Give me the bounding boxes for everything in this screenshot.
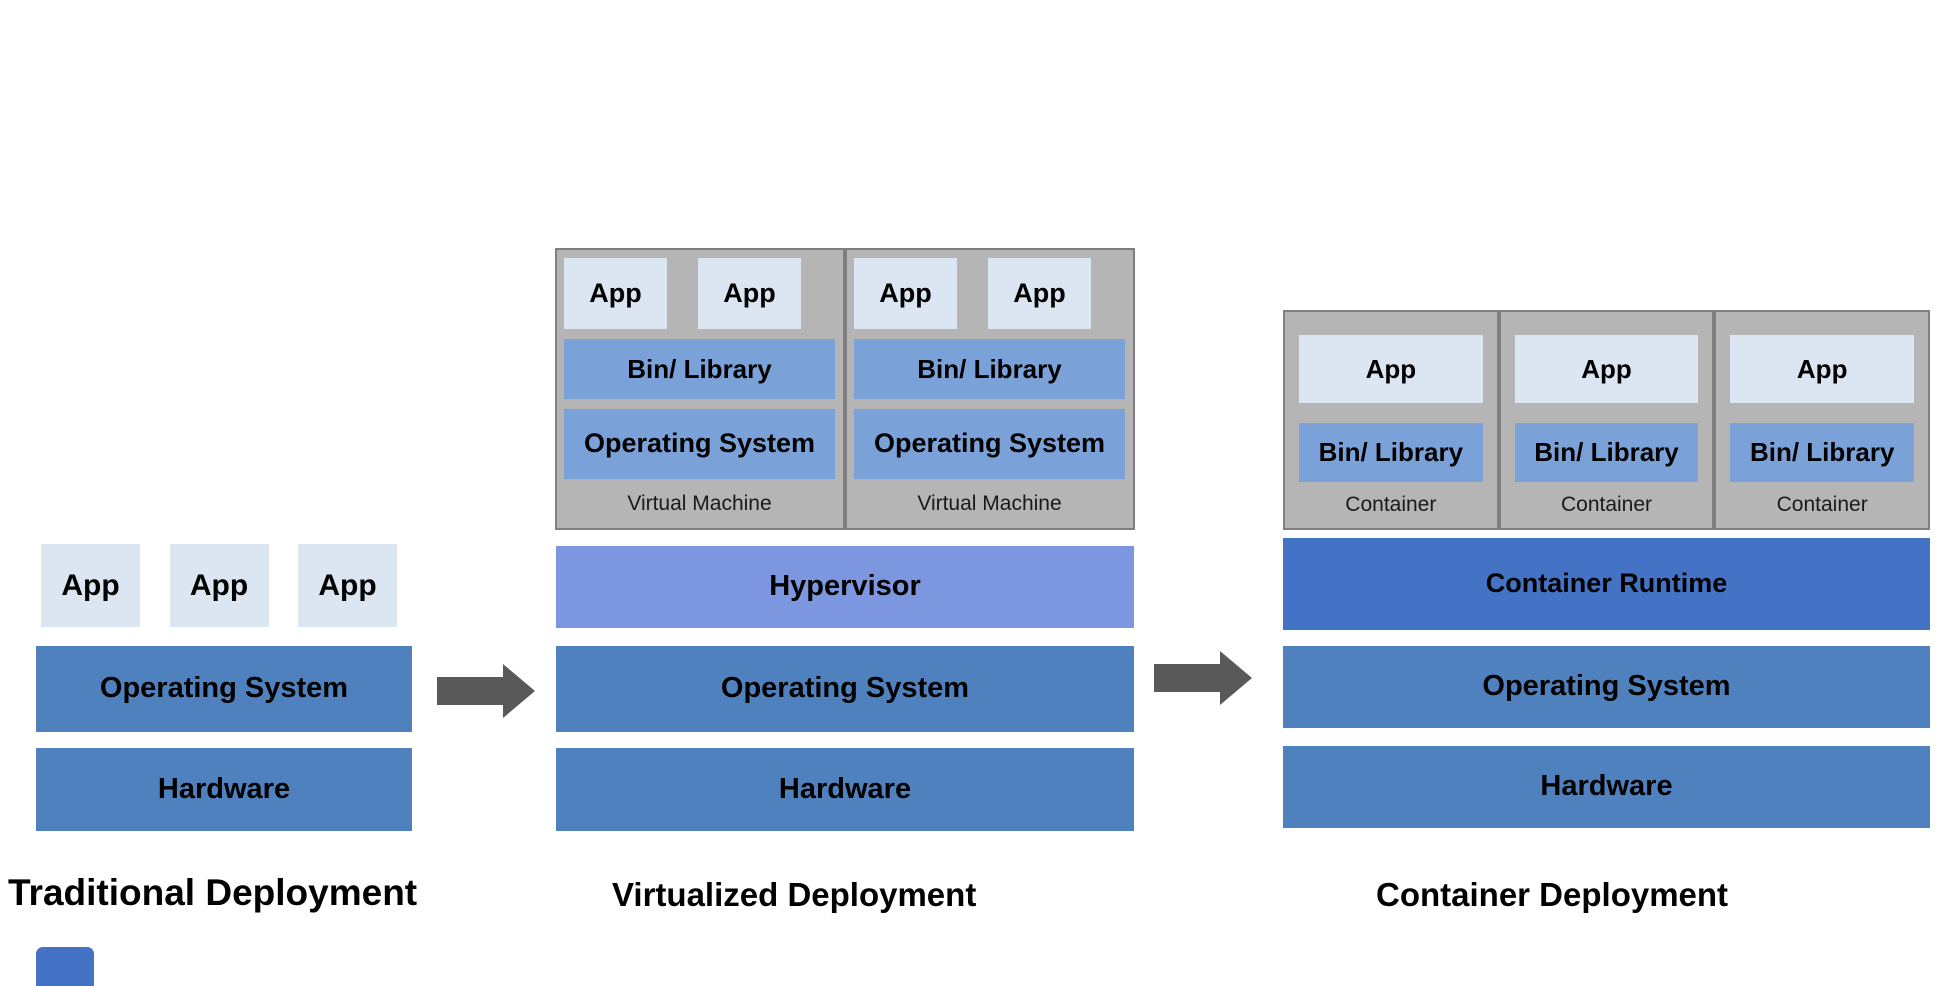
bin-library-block: Bin/ Library: [1514, 423, 1699, 482]
app-box: App: [1299, 335, 1483, 403]
bin-library-block: Bin/ Library: [854, 339, 1125, 399]
container-label: Container: [1560, 493, 1653, 516]
vm-os-block: Operating System: [564, 409, 835, 479]
bin-library-block: Bin/ Library: [1730, 423, 1915, 482]
vm-group: App App Bin/ Library Operating System Vi…: [555, 248, 1135, 530]
bin-library-block: Bin/ Library: [1299, 423, 1483, 482]
os-block: Operating System: [556, 646, 1134, 732]
container-box: App Bin/ Library Container: [1498, 310, 1715, 530]
container-label: Container: [1776, 493, 1868, 516]
os-block: Operating System: [1283, 646, 1930, 728]
traditional-apps-row: App App App: [41, 544, 397, 627]
container-runtime-block: Container Runtime: [1283, 538, 1930, 630]
vm-box: App App Bin/ Library Operating System Vi…: [845, 248, 1135, 530]
container-group: App Bin/ Library Container App Bin/ Libr…: [1283, 310, 1931, 530]
app-box: App: [564, 258, 667, 329]
app-box: App: [1730, 335, 1915, 403]
container-box: App Bin/ Library Container: [1714, 310, 1931, 530]
container-label: Container: [1345, 493, 1437, 516]
hardware-block: Hardware: [1283, 746, 1930, 828]
vm-label: Virtual Machine: [917, 491, 1062, 515]
hypervisor-block: Hypervisor: [556, 546, 1134, 628]
container-box: App Bin/ Library Container: [1283, 310, 1499, 530]
section-title-traditional: Traditional Deployment: [8, 872, 418, 913]
os-block: Operating System: [36, 646, 412, 732]
app-box: App: [169, 544, 269, 627]
arrow-right-icon: [437, 664, 535, 723]
app-box: App: [1514, 335, 1699, 403]
app-box: App: [41, 544, 140, 627]
hardware-block: Hardware: [36, 748, 412, 831]
vm-apps-row: App App: [564, 258, 835, 329]
hardware-block: Hardware: [556, 748, 1134, 831]
section-title-container: Container Deployment: [1376, 876, 1729, 913]
arrow-right-icon: [1154, 651, 1252, 710]
app-box: App: [298, 544, 397, 627]
bin-library-block: Bin/ Library: [564, 339, 835, 399]
vm-box: App App Bin/ Library Operating System Vi…: [555, 248, 845, 530]
vm-label: Virtual Machine: [627, 491, 772, 515]
app-box: App: [854, 258, 957, 329]
vm-os-block: Operating System: [854, 409, 1125, 479]
app-box: App: [698, 258, 801, 329]
vm-apps-row: App App: [854, 258, 1125, 329]
clipped-blue-shape: [36, 947, 94, 986]
app-box: App: [988, 258, 1091, 329]
section-title-virtualized: Virtualized Deployment: [612, 876, 977, 913]
